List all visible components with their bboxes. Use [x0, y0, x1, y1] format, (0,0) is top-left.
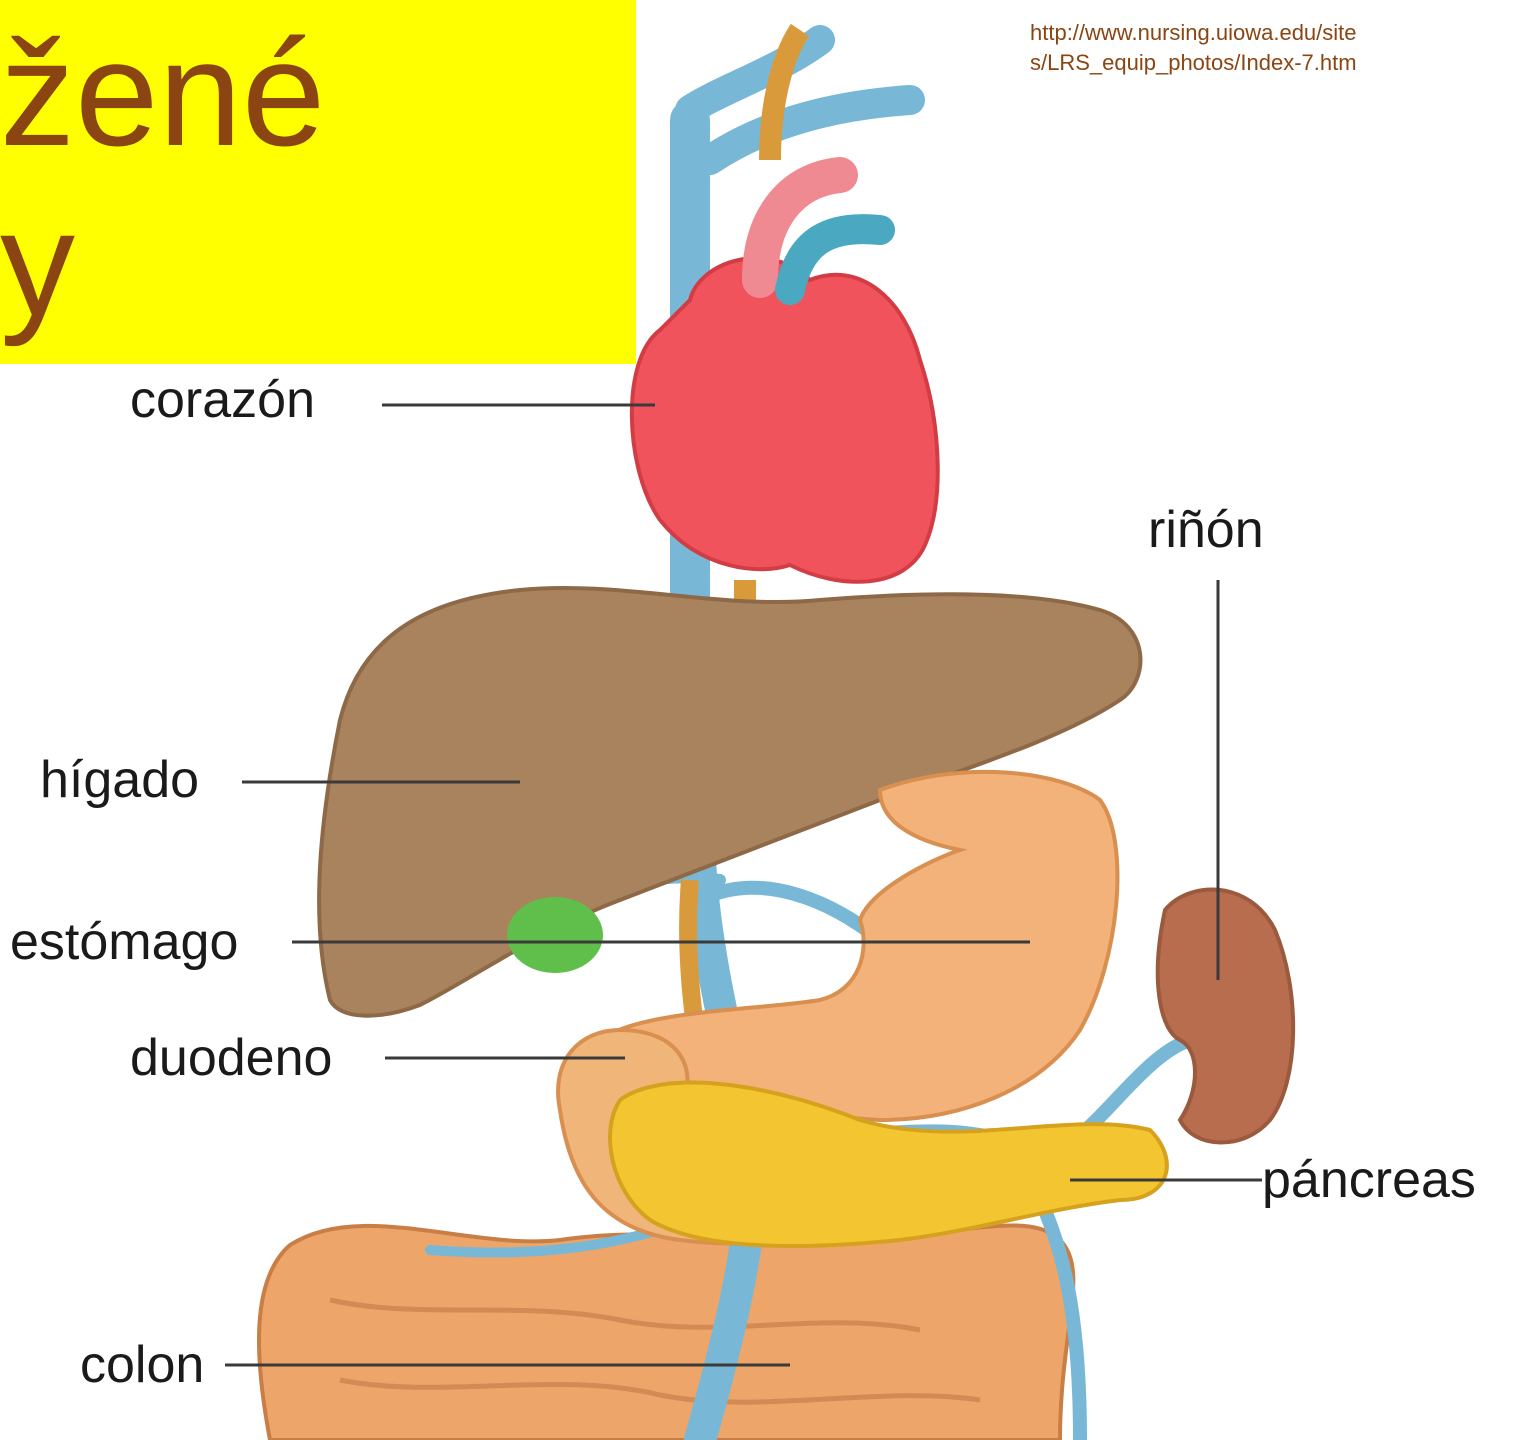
kidney-organ: [1158, 890, 1293, 1143]
label-higado: hígado: [40, 750, 199, 810]
colon-organ: [259, 1225, 1073, 1440]
label-estomago: estómago: [10, 912, 238, 972]
label-pancreas: páncreas: [1262, 1150, 1476, 1210]
label-rinon: riñón: [1148, 500, 1264, 560]
source-url[interactable]: http://www.nursing.uiowa.edu/site s/LRS_…: [1030, 18, 1510, 78]
source-url-line-1[interactable]: http://www.nursing.uiowa.edu/site: [1030, 18, 1510, 48]
title-box: žené y: [0, 0, 636, 364]
label-colon: colon: [80, 1335, 204, 1395]
label-duodeno: duodeno: [130, 1028, 332, 1088]
source-url-line-2[interactable]: s/LRS_equip_photos/Index-7.htm: [1030, 48, 1510, 78]
gallbladder-organ: [507, 897, 603, 973]
title-line-2: y: [0, 188, 75, 338]
title-line-1: žené: [0, 18, 325, 168]
label-corazon: corazón: [130, 370, 315, 430]
